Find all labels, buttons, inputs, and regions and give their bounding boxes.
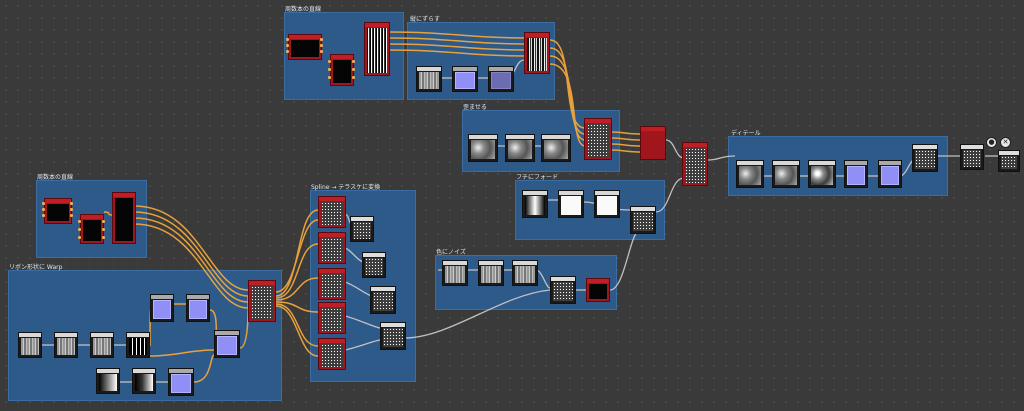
port-dot[interactable]: [42, 202, 45, 205]
frame-label: 縦にずらす: [410, 16, 440, 23]
port-dot[interactable]: [102, 220, 105, 223]
node-tile-red[interactable]: [330, 54, 354, 86]
node-output[interactable]: [960, 144, 984, 170]
node-generator[interactable]: [96, 368, 120, 394]
port-dot[interactable]: [78, 236, 81, 239]
node-generator[interactable]: [468, 134, 498, 162]
node-blend[interactable]: [370, 286, 396, 314]
node-generator[interactable]: [594, 190, 620, 218]
port-dot[interactable]: [320, 50, 323, 53]
node-blend[interactable]: [630, 206, 656, 234]
node-generator[interactable]: [478, 260, 504, 286]
port-dot[interactable]: [352, 68, 355, 71]
node-spline-red[interactable]: [318, 338, 346, 370]
port-dot[interactable]: [42, 208, 45, 211]
node-generator[interactable]: [126, 332, 150, 358]
node-function[interactable]: [168, 368, 194, 396]
port-dot[interactable]: [78, 220, 81, 223]
node-generator[interactable]: [416, 66, 442, 92]
node-generator[interactable]: [90, 332, 114, 358]
node-spline-red[interactable]: [318, 196, 346, 228]
node-generator[interactable]: [18, 332, 42, 358]
frame-label: 周数本の直線: [285, 6, 322, 13]
node-function[interactable]: [150, 294, 174, 322]
node-function[interactable]: [214, 330, 240, 358]
node-warp-red[interactable]: [248, 280, 276, 322]
node-combine-red[interactable]: [640, 126, 666, 160]
port-dot[interactable]: [102, 236, 105, 239]
node-generator[interactable]: [541, 134, 571, 162]
node-generator[interactable]: [54, 332, 78, 358]
port-dot[interactable]: [328, 60, 331, 63]
frame-label: フチにフォード: [516, 174, 559, 181]
node-blend-red[interactable]: [112, 192, 136, 244]
node-generator[interactable]: [512, 260, 538, 286]
node-function[interactable]: [488, 66, 514, 92]
node-spline-red[interactable]: [318, 302, 346, 334]
close-icon[interactable]: ✕: [1000, 137, 1011, 148]
node-function[interactable]: [186, 294, 210, 322]
port-dot[interactable]: [352, 76, 355, 79]
node-function[interactable]: [844, 160, 868, 188]
frame-label: ディテール: [731, 130, 761, 137]
node-generator[interactable]: [522, 190, 548, 218]
port-dot[interactable]: [70, 214, 73, 217]
node-warp-red[interactable]: [584, 118, 612, 160]
node-blend-red[interactable]: [364, 22, 390, 76]
node-function[interactable]: [452, 66, 478, 92]
port-dot[interactable]: [70, 208, 73, 211]
port-dot[interactable]: [286, 44, 289, 47]
frame-label: 歪ませる: [463, 104, 487, 111]
port-dot[interactable]: [286, 38, 289, 41]
node-generator[interactable]: [442, 260, 468, 286]
node-blend[interactable]: [912, 144, 938, 172]
frame-label: Spline → テラスケに変換: [311, 184, 381, 191]
node-generator[interactable]: [736, 160, 764, 188]
node-blend[interactable]: [380, 322, 406, 350]
node-combine-red[interactable]: [586, 278, 610, 302]
node-generator[interactable]: [772, 160, 800, 188]
port-dot[interactable]: [78, 228, 81, 231]
node-generator[interactable]: [505, 134, 535, 162]
port-dot[interactable]: [320, 38, 323, 41]
port-dot[interactable]: [352, 60, 355, 63]
node-function[interactable]: [878, 160, 902, 188]
port-dot[interactable]: [328, 68, 331, 71]
port-dot[interactable]: [286, 50, 289, 53]
frame-label: 周数本の直線: [37, 174, 74, 181]
frame-label: リボン形状に Warp: [9, 264, 63, 271]
frame-label: 色にノイズ: [436, 249, 466, 256]
node-combine-red[interactable]: [682, 142, 708, 186]
node-generator[interactable]: [558, 190, 584, 218]
port-dot[interactable]: [320, 44, 323, 47]
port-dot[interactable]: [102, 228, 105, 231]
pin-icon[interactable]: ●: [986, 137, 997, 148]
node-blend[interactable]: [350, 216, 374, 242]
node-tile-red[interactable]: [44, 198, 72, 224]
node-blend[interactable]: [550, 276, 576, 304]
node-blend[interactable]: [362, 252, 386, 278]
node-spline-red[interactable]: [318, 232, 346, 264]
port-dot[interactable]: [70, 202, 73, 205]
node-tile-red[interactable]: [288, 34, 322, 60]
port-dot[interactable]: [328, 76, 331, 79]
node-tile-red[interactable]: [80, 214, 104, 244]
node-output[interactable]: [998, 150, 1020, 172]
node-generator[interactable]: [808, 160, 836, 188]
port-dot[interactable]: [42, 214, 45, 217]
node-generator[interactable]: [132, 368, 156, 394]
node-spline-red[interactable]: [318, 268, 346, 300]
node-blend-red[interactable]: [524, 32, 550, 74]
